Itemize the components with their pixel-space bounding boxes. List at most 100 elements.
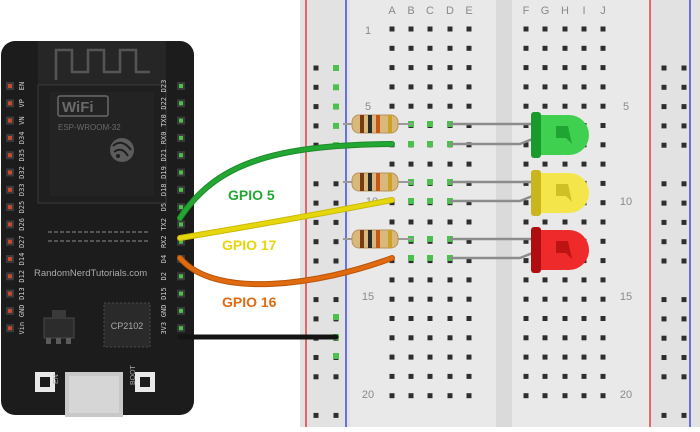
board-pin-label-right: RX0 (160, 132, 168, 145)
board-pin-label-right: TX2 (160, 218, 168, 231)
breadboard-hole (600, 373, 606, 379)
breadboard-hole (466, 296, 472, 302)
rail-hole (661, 123, 667, 129)
connected-hole (427, 141, 433, 147)
breadboard-hole (523, 373, 529, 379)
breadboard-hole (562, 84, 568, 90)
breadboard-hole (581, 65, 587, 71)
rail-hole (681, 239, 687, 245)
col-letter-d: D (446, 5, 454, 17)
row-number-10-right: 10 (620, 196, 632, 208)
rail-hole (313, 200, 319, 206)
board-pin-label-right: D23 (160, 80, 168, 93)
col-letter-h: H (561, 5, 569, 17)
connected-hole (333, 65, 339, 71)
label-gpio17: GPIO 17 (222, 237, 277, 253)
breadboard-hole (389, 84, 395, 90)
breadboard-hole (447, 103, 453, 109)
rail-hole (681, 258, 687, 264)
breadboard-hole (447, 84, 453, 90)
breadboard-hole (447, 393, 453, 399)
rail-hole (681, 335, 687, 341)
breadboard-hole (523, 142, 529, 148)
board-pin-pad (8, 187, 12, 192)
breadboard-hole (562, 393, 568, 399)
breadboard-hole (600, 65, 606, 71)
rail-hole (661, 142, 667, 148)
col-letter-j: J (600, 5, 606, 17)
rail-hole (661, 239, 667, 245)
rail-hole (661, 412, 667, 418)
rail-hole (313, 258, 319, 264)
rail-hole (313, 374, 319, 380)
col-letter-c: C (426, 5, 434, 17)
rail-hole (333, 239, 339, 245)
breadboard-hole (600, 103, 606, 109)
breadboard-hole (447, 373, 453, 379)
breadboard-hole (600, 45, 606, 51)
breadboard-hole (581, 277, 587, 283)
board-pin-label-left: D33 (18, 183, 26, 196)
breadboard-hole (389, 45, 395, 51)
wifi-logo: WiFi (62, 99, 94, 116)
breadboard-hole (542, 219, 548, 225)
breadboard-hole (408, 373, 414, 379)
board-pin-label-right: 3V3 (160, 322, 168, 335)
breadboard-hole (408, 354, 414, 360)
board-pin-label-right: D4 (160, 255, 168, 263)
board-pin-label-left: Vin (18, 322, 26, 335)
breadboard-hole (427, 335, 433, 341)
rail-hole (681, 84, 687, 90)
board-pin-label-left: D34 (18, 132, 26, 145)
rail-hole (661, 104, 667, 110)
board-pin-pad (179, 187, 183, 192)
breadboard-hole (542, 335, 548, 341)
breadboard-hole (427, 277, 433, 283)
breadboard-hole (600, 393, 606, 399)
rail-hole (313, 412, 319, 418)
rail-hole (661, 316, 667, 322)
breadboard-hole (562, 103, 568, 109)
board-pin-pad (179, 274, 183, 279)
site-label: RandomNerdTutorials.com (34, 268, 147, 279)
breadboard-hole (447, 335, 453, 341)
breadboard-hole (466, 219, 472, 225)
breadboard-hole (447, 354, 453, 360)
breadboard-hole (562, 45, 568, 51)
breadboard-hole (466, 258, 472, 264)
breadboard-hole (447, 219, 453, 225)
breadboard-hole (600, 316, 606, 321)
board-pin-label-right: D19 (160, 166, 168, 179)
regulator-leg-2 (56, 338, 61, 344)
rail-hole (661, 258, 667, 264)
module-label: ESP-WROOM-32 (58, 123, 121, 132)
rail-hole (661, 65, 667, 71)
breadboard-hole (427, 161, 433, 167)
rail-hole (333, 181, 339, 187)
breadboard-hole (562, 277, 568, 283)
board-pin-label-right: D15 (160, 287, 168, 300)
breadboard-hole (523, 180, 529, 186)
board-pin-pad (179, 222, 183, 227)
board-pin-label-right: TX0 (160, 114, 168, 127)
breadboard-hole (466, 26, 472, 32)
breadboard-hole (562, 65, 568, 71)
breadboard-hole (542, 393, 548, 399)
board-pin-label-right: GND (160, 305, 168, 318)
board-pin-label-left: D12 (18, 270, 26, 283)
breadboard-hole (466, 354, 472, 360)
board-pin-label-right: D22 (160, 97, 168, 110)
led-yellow (531, 170, 589, 216)
breadboard-hole (562, 316, 568, 321)
breadboard-hole (562, 354, 568, 360)
board-pin-pad (179, 101, 183, 106)
breadboard-hole (466, 316, 472, 321)
center-channel (496, 0, 512, 427)
rail-hole (313, 219, 319, 225)
breadboard-hole (600, 258, 606, 264)
resistors (343, 114, 413, 249)
voltage-regulator (43, 317, 75, 339)
breadboard-hole (542, 45, 548, 51)
rail-hole (681, 65, 687, 71)
breadboard-hole (447, 296, 453, 302)
